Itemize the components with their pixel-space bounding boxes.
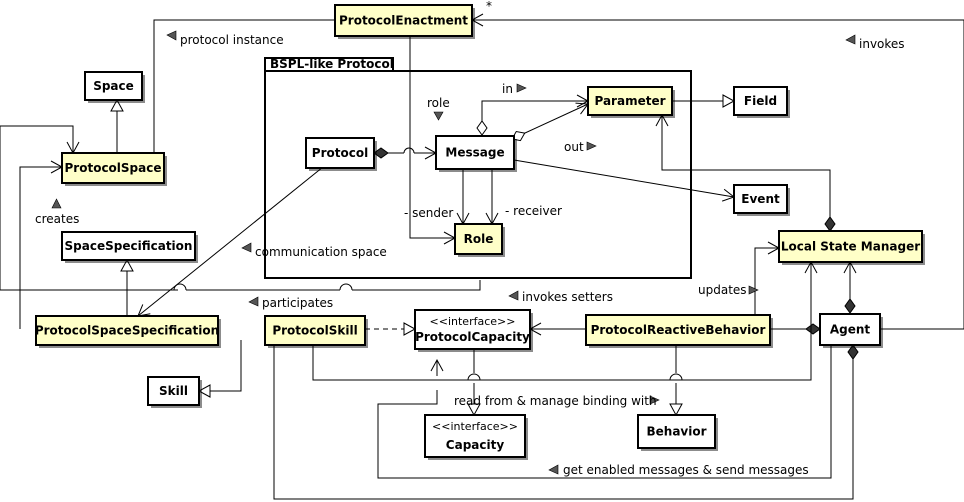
class-capacity[interactable]: <<interface>> Capacity	[424, 414, 528, 460]
triangle-icon	[516, 83, 527, 93]
package-title: BSPL-like Protocol	[270, 57, 394, 71]
label-multiplicity: *	[486, 0, 492, 13]
triangle-icon	[845, 34, 856, 45]
class-name: Field	[744, 94, 777, 108]
class-name: ProtocolSpace	[65, 161, 162, 175]
class-name: ProtocolSpaceSpecification	[35, 324, 219, 338]
triangle-icon	[51, 198, 62, 209]
class-box	[454, 223, 503, 255]
label-receiver: - receiver	[505, 204, 562, 218]
class-name: ProtocolCapacity	[415, 330, 530, 344]
association-labels: protocol instance invokes * role in out …	[35, 0, 905, 477]
label-updates: updates	[698, 283, 747, 297]
class-protocol-reactive-behavior[interactable]: ProtocolReactiveBehavior	[585, 314, 773, 348]
class-box	[35, 315, 219, 346]
bspl-package: BSPL-like Protocol	[264, 57, 692, 279]
label-sender: - sender	[404, 206, 453, 220]
triangle-icon	[248, 296, 259, 307]
class-name: Space	[93, 79, 134, 93]
label-communication-space: communication space	[255, 245, 387, 259]
class-message[interactable]: Message	[435, 135, 517, 172]
class-box	[264, 315, 366, 346]
class-protocol-skill[interactable]: ProtocolSkill	[264, 315, 368, 348]
class-name: ProtocolReactiveBehavior	[591, 323, 766, 337]
class-name: ProtocolSkill	[272, 324, 357, 338]
label-protocol-instance: protocol instance	[180, 33, 284, 47]
class-box	[334, 4, 473, 37]
class-agent[interactable]: Agent	[819, 313, 883, 348]
class-name: Event	[741, 192, 780, 206]
triangle-icon	[508, 290, 519, 301]
label-invokes-setters: invokes setters	[522, 290, 613, 304]
class-behavior[interactable]: Behavior	[637, 414, 718, 451]
class-protocol-space[interactable]: ProtocolSpace	[61, 152, 167, 186]
classes: ProtocolEnactmentSpaceProtocolSpaceSpace…	[35, 4, 925, 460]
triangle-icon	[586, 141, 597, 151]
class-box	[147, 376, 200, 406]
triangle-icon	[548, 464, 559, 475]
triangle-icon	[241, 242, 252, 253]
class-name: Capacity	[446, 438, 505, 452]
label-read-from-manage: read from & manage binding with	[454, 394, 657, 408]
class-box	[305, 137, 375, 169]
class-name: Role	[464, 232, 494, 246]
class-name: Behavior	[646, 425, 706, 439]
label-role: role	[427, 96, 450, 110]
class-name: Parameter	[594, 94, 665, 108]
class-box	[61, 152, 165, 184]
class-box	[435, 135, 515, 170]
class-box	[414, 309, 531, 350]
label-out: out	[564, 140, 584, 154]
class-name: Agent	[830, 323, 871, 337]
class-protocol-space-specification[interactable]: ProtocolSpaceSpecification	[35, 315, 221, 348]
class-protocol-capacity[interactable]: <<interface>> ProtocolCapacity	[414, 309, 533, 352]
class-stereotype: <<interface>>	[432, 420, 518, 433]
class-event[interactable]: Event	[733, 184, 790, 216]
triangle-icon	[748, 285, 759, 295]
label-creates: creates	[35, 212, 79, 226]
class-name: Local State Manager	[781, 240, 920, 254]
class-name: ProtocolEnactment	[339, 14, 468, 28]
label-in: in	[502, 82, 513, 96]
class-space-specification[interactable]: SpaceSpecification	[61, 231, 198, 263]
class-parameter[interactable]: Parameter	[587, 86, 675, 118]
triangle-icon	[649, 395, 660, 405]
direction-indicators	[51, 30, 856, 475]
class-box	[424, 414, 526, 458]
class-box	[61, 231, 196, 261]
class-box	[637, 414, 716, 449]
class-name: Message	[445, 146, 504, 160]
triangle-icon	[433, 111, 444, 121]
class-box	[778, 230, 923, 263]
class-box	[819, 313, 881, 346]
class-protocol[interactable]: Protocol	[305, 137, 377, 171]
class-box	[733, 184, 788, 214]
label-invokes: invokes	[859, 37, 905, 51]
label-participates: participates	[262, 296, 333, 310]
class-name: Protocol	[312, 146, 368, 160]
class-space[interactable]: Space	[84, 71, 145, 103]
class-name: SpaceSpecification	[65, 239, 193, 253]
edges	[0, 13, 964, 500]
class-role[interactable]: Role	[454, 223, 505, 257]
class-protocol-enactment[interactable]: ProtocolEnactment	[334, 4, 475, 39]
class-name: Skill	[159, 384, 188, 398]
triangle-icon	[166, 30, 177, 41]
class-box	[733, 86, 788, 116]
class-field[interactable]: Field	[733, 86, 790, 118]
class-box	[587, 86, 673, 116]
class-box	[585, 314, 771, 346]
class-stereotype: <<interface>>	[430, 315, 516, 328]
label-get-enabled: get enabled messages & send messages	[563, 463, 809, 477]
class-box	[84, 71, 143, 101]
class-skill[interactable]: Skill	[147, 376, 202, 408]
class-local-state-manager[interactable]: Local State Manager	[778, 230, 925, 265]
